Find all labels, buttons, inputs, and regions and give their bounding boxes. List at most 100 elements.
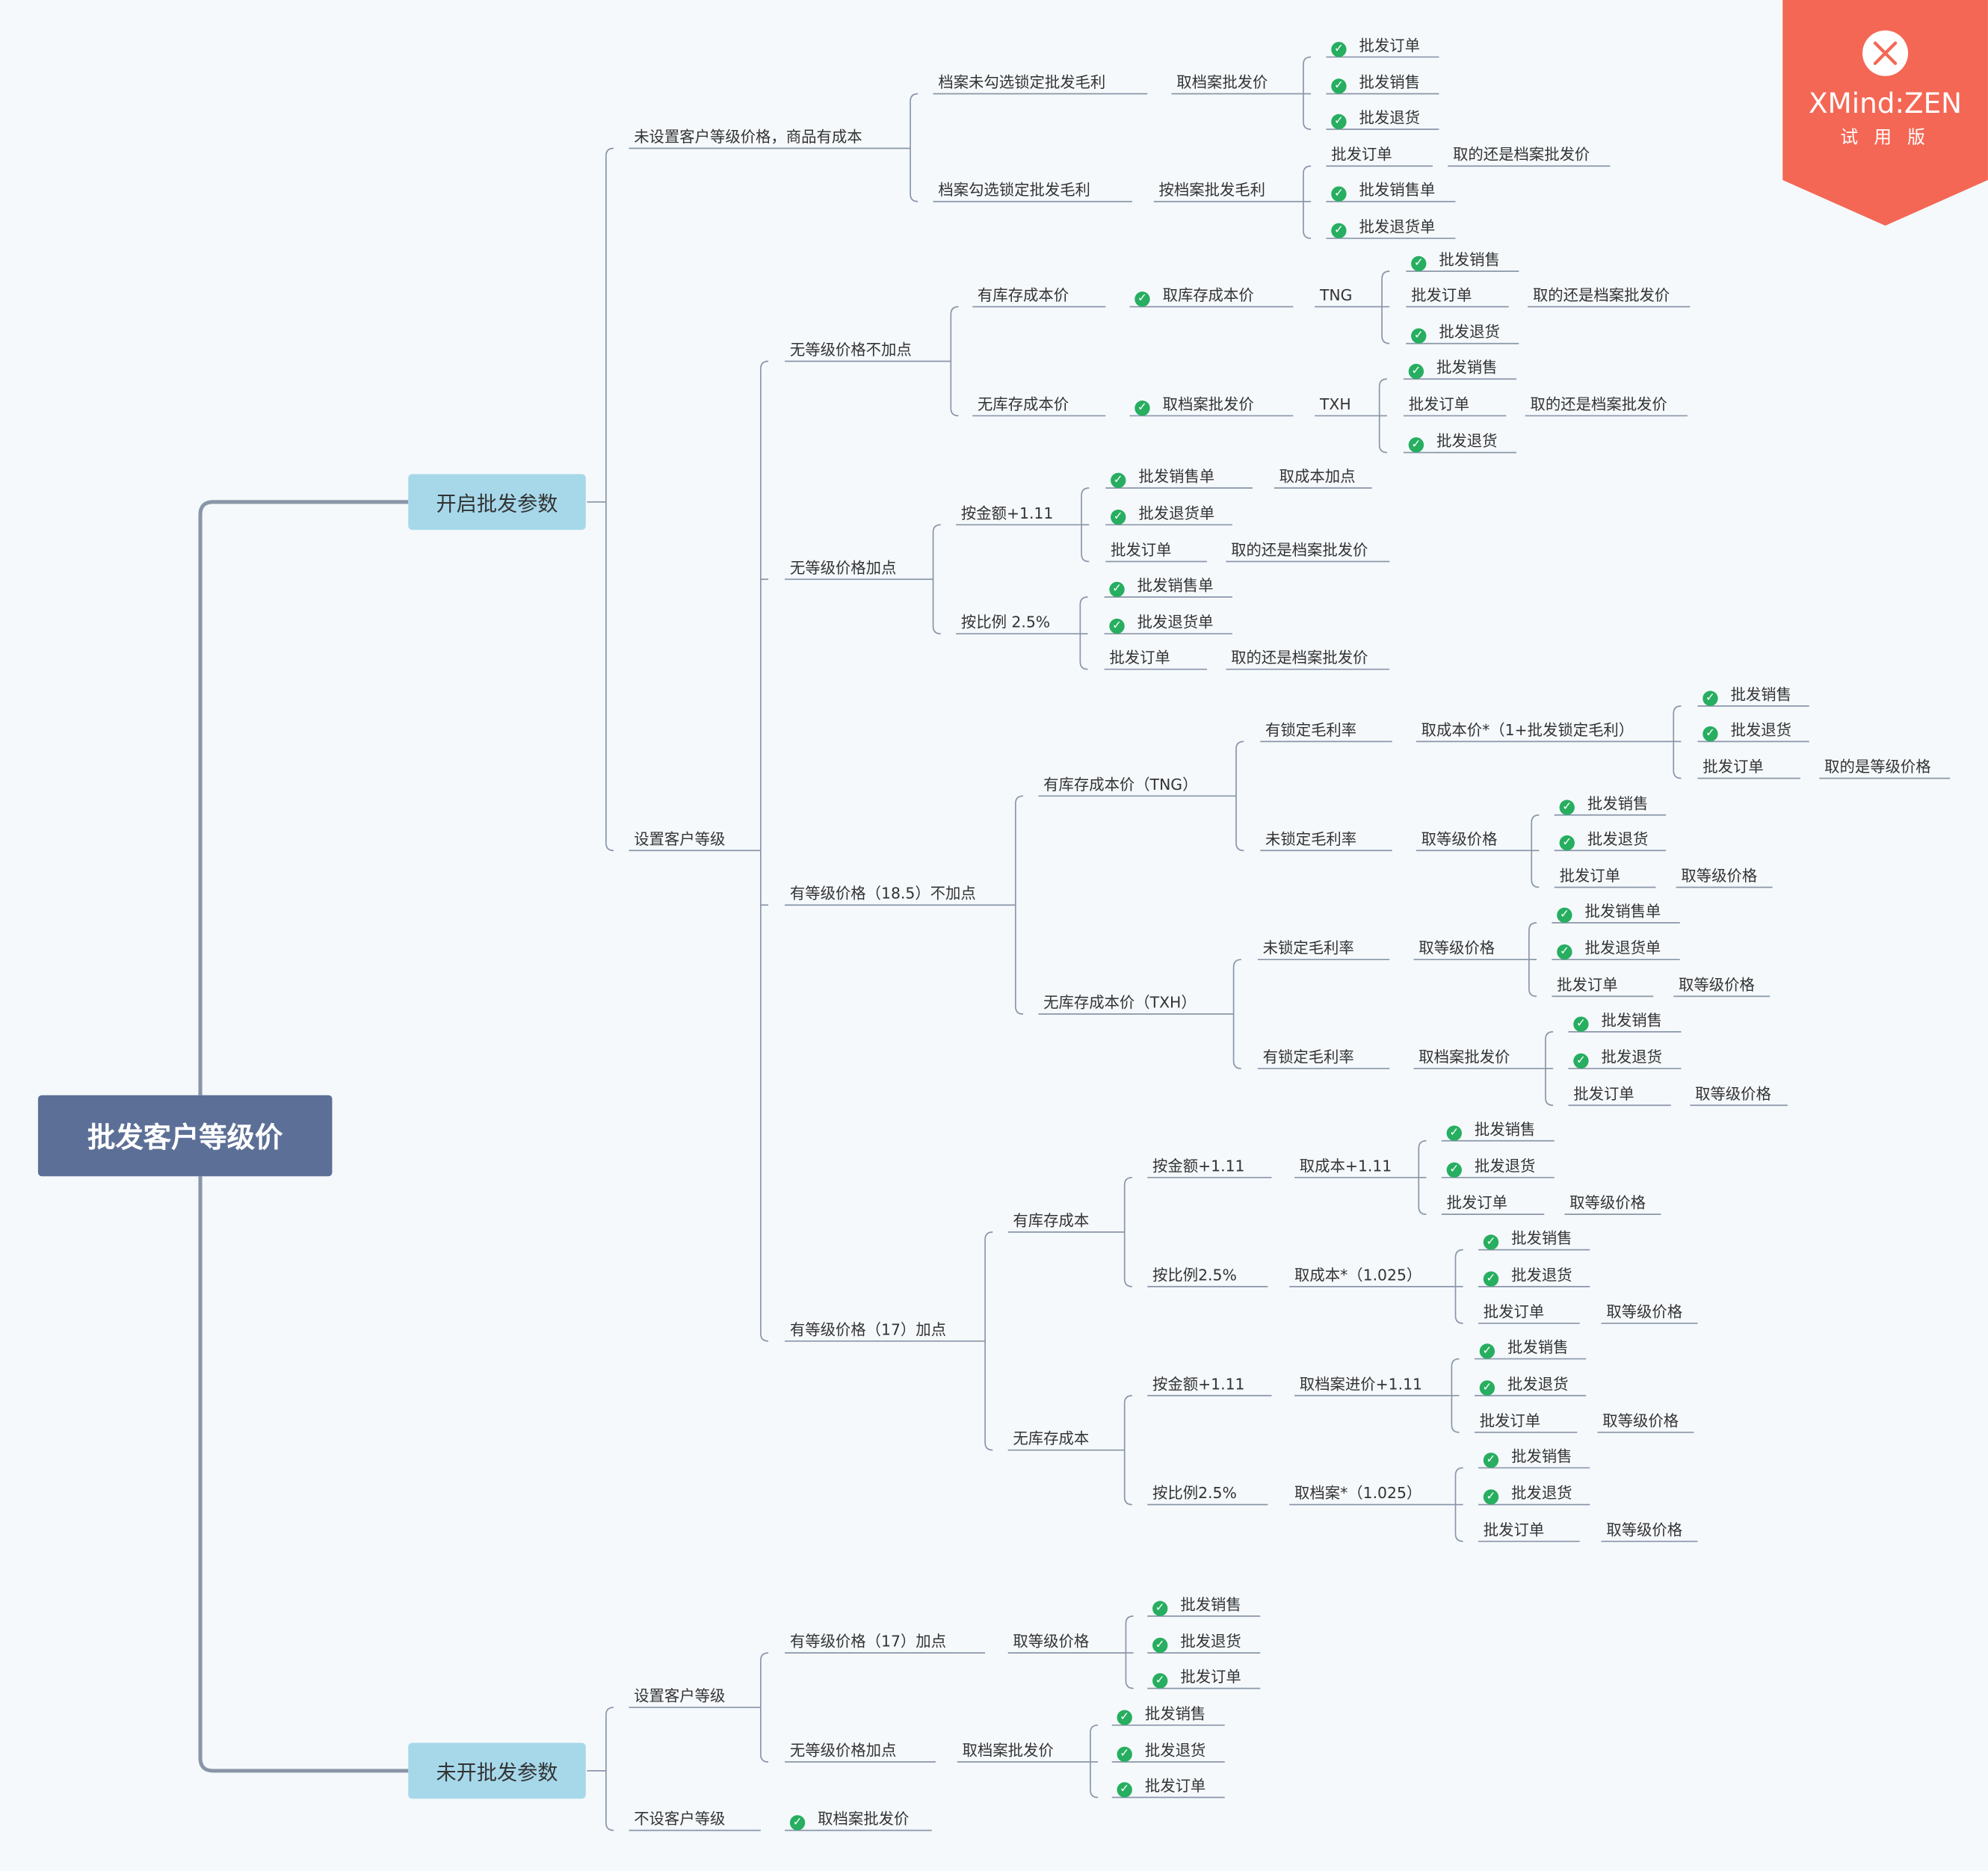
topic-b3b1_ov[interactable]: 取等级价格: [1679, 975, 1755, 995]
branch-enabled[interactable]: 开启批发参数: [408, 474, 586, 531]
topic-b2b[interactable]: 按比例 2.5%: [961, 612, 1050, 632]
topic-b3a1_s1[interactable]: ✓批发销售: [1703, 684, 1791, 706]
topic-b2b_ov[interactable]: 取的还是档案批发价: [1231, 648, 1368, 668]
topic-b2a_s1v[interactable]: 取成本加点: [1279, 466, 1356, 486]
topic-b3[interactable]: 有等级价格（18.5）不加点: [790, 883, 976, 903]
topic-b4a2_s1[interactable]: ✓批发销售: [1483, 1228, 1572, 1250]
topic-b[interactable]: 设置客户等级: [634, 829, 725, 849]
topic-b4a2v[interactable]: 取成本*（1.025）: [1294, 1265, 1421, 1285]
topic-b4a1_ov[interactable]: 取等级价格: [1569, 1193, 1646, 1213]
topic-b4b1_s2[interactable]: ✓批发退货: [1479, 1374, 1568, 1396]
topic-a2s1[interactable]: ✓批发销售单: [1331, 180, 1435, 202]
topic-b4b2_ov[interactable]: 取等级价格: [1606, 1520, 1682, 1540]
topic-b3b1_s1[interactable]: ✓批发销售单: [1557, 901, 1661, 923]
topic-b3b2_s1[interactable]: ✓批发销售: [1573, 1010, 1662, 1032]
topic-a2o[interactable]: 批发订单: [1331, 144, 1392, 164]
topic-b4a2[interactable]: 按比例2.5%: [1152, 1265, 1237, 1285]
topic-c2_s2[interactable]: ✓批发退货: [1117, 1740, 1206, 1762]
topic-b4b2v[interactable]: 取档案*（1.025）: [1294, 1483, 1421, 1503]
topic-b2a_ov[interactable]: 取的还是档案批发价: [1231, 540, 1368, 560]
topic-b3b2_ov[interactable]: 取等级价格: [1695, 1083, 1771, 1104]
topic-b2b_o[interactable]: 批发订单: [1109, 648, 1170, 668]
topic-b3a2_o[interactable]: 批发订单: [1560, 866, 1620, 886]
topic-b1a_ov[interactable]: 取的还是档案批发价: [1533, 285, 1670, 306]
topic-b2a_s2[interactable]: ✓批发退货单: [1111, 503, 1214, 525]
topic-b4a2_s2[interactable]: ✓批发退货: [1483, 1265, 1572, 1287]
topic-b2a_s1[interactable]: ✓批发销售单: [1111, 466, 1214, 489]
topic-b4b[interactable]: 无库存成本: [1013, 1429, 1089, 1449]
topic-a[interactable]: 未设置客户等级价格，商品有成本: [634, 127, 862, 147]
topic-b1bc[interactable]: TXH: [1320, 395, 1351, 415]
topic-a1[interactable]: 档案未勾选锁定批发毛利: [938, 72, 1105, 93]
topic-b3b2[interactable]: 有锁定毛利率: [1263, 1047, 1354, 1067]
topic-b1b_s2[interactable]: ✓批发退货: [1408, 431, 1497, 453]
topic-b3a2_ov[interactable]: 取等级价格: [1681, 866, 1757, 886]
topic-b2[interactable]: 无等级价格加点: [790, 557, 897, 578]
topic-b4a1[interactable]: 按金额+1.11: [1152, 1156, 1244, 1176]
topic-a2s2[interactable]: ✓批发退货单: [1331, 217, 1435, 238]
topic-b1a[interactable]: 有库存成本价: [978, 285, 1069, 306]
topic-b4b1_s1[interactable]: ✓批发销售: [1479, 1337, 1568, 1359]
topic-b4b1[interactable]: 按金额+1.11: [1152, 1374, 1244, 1394]
topic-d[interactable]: 不设客户等级: [634, 1809, 725, 1829]
topic-b1b[interactable]: 无库存成本价: [978, 395, 1069, 415]
topic-c1_s1[interactable]: ✓批发销售: [1152, 1595, 1241, 1616]
root-topic[interactable]: 批发客户等级价: [37, 1095, 333, 1177]
topic-b1[interactable]: 无等级价格不加点: [790, 340, 912, 360]
topic-b4a1_s2[interactable]: ✓批发退货: [1446, 1156, 1535, 1178]
topic-b3a2_s2[interactable]: ✓批发退货: [1559, 829, 1648, 851]
topic-b3a2[interactable]: 未锁定毛利率: [1265, 829, 1356, 849]
topic-b2a_o[interactable]: 批发订单: [1111, 540, 1171, 560]
topic-a1s1[interactable]: ✓批发订单: [1331, 35, 1420, 58]
topic-b3b[interactable]: 无库存成本价（TXH）: [1043, 992, 1197, 1012]
topic-b3a1[interactable]: 有锁定毛利率: [1265, 720, 1356, 740]
topic-b2b_s2[interactable]: ✓批发退货单: [1109, 612, 1213, 634]
topic-b1b_s1[interactable]: ✓批发销售: [1408, 357, 1497, 380]
topic-b4a1_o[interactable]: 批发订单: [1447, 1193, 1507, 1213]
topic-b3a2_s1[interactable]: ✓批发销售: [1559, 794, 1648, 815]
topic-a2ov[interactable]: 取的还是档案批发价: [1453, 144, 1590, 164]
topic-b4a[interactable]: 有库存成本: [1013, 1210, 1089, 1231]
topic-c2_s3[interactable]: ✓批发订单: [1117, 1776, 1206, 1798]
topic-b1a_s2[interactable]: ✓批发退货: [1411, 322, 1500, 344]
topic-b3b1v[interactable]: 取等级价格: [1419, 938, 1495, 958]
topic-c1v[interactable]: 取等级价格: [1013, 1631, 1089, 1651]
topic-b4a1v[interactable]: 取成本+1.11: [1300, 1156, 1392, 1176]
topic-b1ac[interactable]: TNG: [1320, 285, 1352, 306]
topic-b3b2_o[interactable]: 批发订单: [1573, 1083, 1634, 1104]
topic-dv[interactable]: ✓取档案批发价: [789, 1809, 909, 1831]
topic-c1_s3[interactable]: ✓批发订单: [1152, 1667, 1241, 1689]
topic-b4b2_s2[interactable]: ✓批发退货: [1483, 1483, 1572, 1505]
topic-c[interactable]: 设置客户等级: [634, 1686, 725, 1706]
topic-b2a[interactable]: 按金额+1.11: [961, 503, 1053, 523]
topic-b4a2_ov[interactable]: 取等级价格: [1606, 1302, 1682, 1322]
topic-b4a1_s1[interactable]: ✓批发销售: [1446, 1119, 1535, 1141]
topic-c1_s2[interactable]: ✓批发退货: [1152, 1631, 1241, 1654]
topic-b4a2_o[interactable]: 批发订单: [1484, 1302, 1544, 1322]
topic-a1s3[interactable]: ✓批发退货: [1331, 108, 1420, 130]
topic-b3a1_s2[interactable]: ✓批发退货: [1703, 720, 1791, 742]
topic-b3a1v[interactable]: 取成本价*（1+批发锁定毛利）: [1421, 720, 1634, 740]
topic-b3a1_o[interactable]: 批发订单: [1703, 757, 1763, 777]
topic-b3b2v[interactable]: 取档案批发价: [1419, 1047, 1510, 1067]
topic-a1v[interactable]: 取档案批发价: [1176, 72, 1268, 93]
topic-b3b1[interactable]: 未锁定毛利率: [1263, 938, 1354, 958]
topic-b3b2_s2[interactable]: ✓批发退货: [1573, 1047, 1662, 1069]
topic-b1av[interactable]: ✓取库存成本价: [1135, 285, 1254, 307]
topic-b1a_s1[interactable]: ✓批发销售: [1411, 250, 1500, 272]
topic-b4b1v[interactable]: 取档案进价+1.11: [1300, 1374, 1422, 1394]
topic-a2[interactable]: 档案勾选锁定批发毛利: [938, 180, 1090, 200]
topic-a2v[interactable]: 按档案批发毛利: [1159, 180, 1266, 200]
topic-c2v[interactable]: 取档案批发价: [963, 1740, 1054, 1760]
topic-b3a1_ov[interactable]: 取的是等级价格: [1824, 757, 1931, 777]
topic-b3b1_s2[interactable]: ✓批发退货单: [1557, 938, 1661, 960]
topic-b2b_s1[interactable]: ✓批发销售单: [1109, 575, 1213, 598]
topic-b3a[interactable]: 有库存成本价（TNG）: [1043, 775, 1197, 795]
topic-b1a_o[interactable]: 批发订单: [1411, 285, 1472, 306]
topic-b1b_o[interactable]: 批发订单: [1409, 395, 1469, 415]
topic-b4b1_o[interactable]: 批发订单: [1480, 1411, 1540, 1431]
topic-b4b1_ov[interactable]: 取等级价格: [1602, 1411, 1679, 1431]
topic-b1bv[interactable]: ✓取档案批发价: [1135, 395, 1254, 416]
topic-a1s2[interactable]: ✓批发销售: [1331, 72, 1420, 94]
topic-b4b2[interactable]: 按比例2.5%: [1152, 1483, 1237, 1503]
